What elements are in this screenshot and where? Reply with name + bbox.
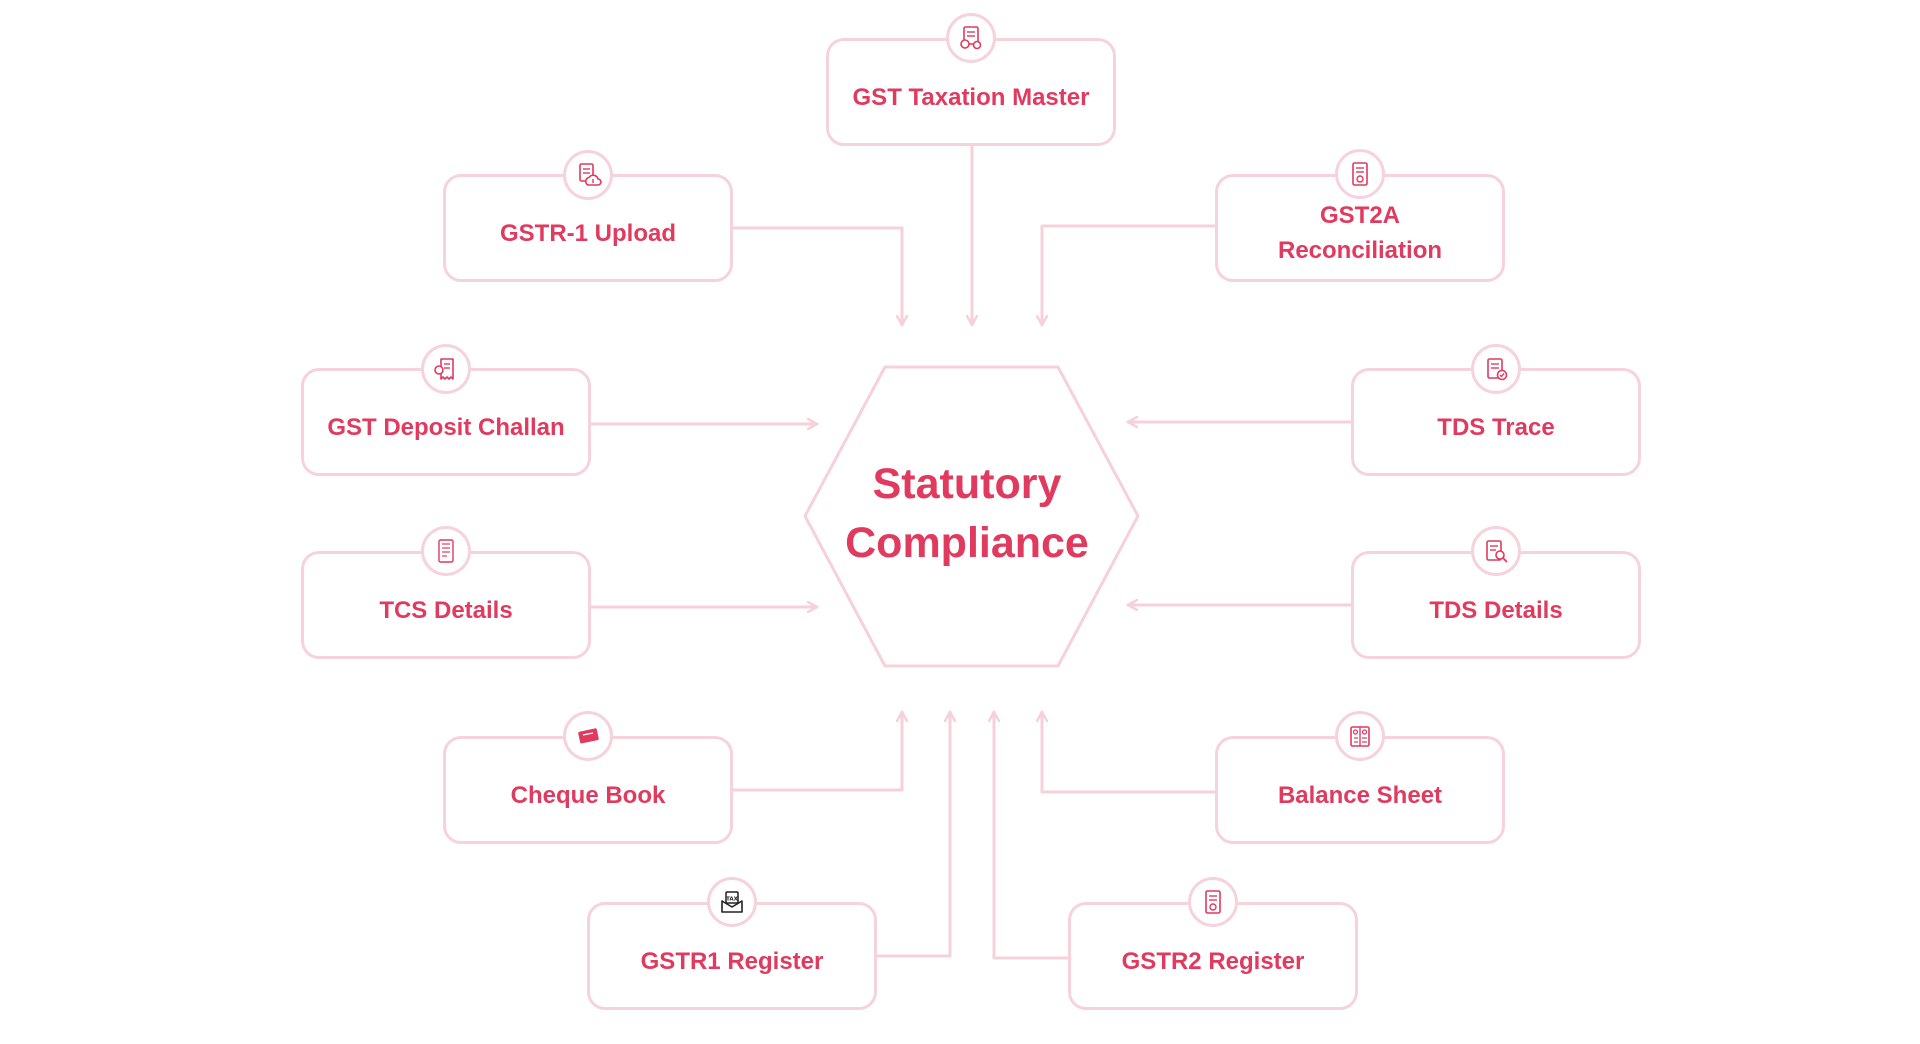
node-label: Cheque Book: [510, 781, 666, 809]
connector-gstr2-register: [994, 710, 1071, 960]
node-label: TCS Details: [379, 596, 513, 624]
node-label-group: GST2A Reconciliation: [1278, 188, 1442, 268]
connector-cheque-book: [730, 710, 902, 792]
connector-balance-sheet: [1042, 710, 1218, 794]
node-label: TDS Details: [1429, 596, 1563, 624]
node-gstr1-upload[interactable]: GSTR-1 Upload: [443, 174, 733, 282]
cloud-upload-document-icon: [563, 150, 613, 200]
hub-title: Statutory Compliance: [792, 455, 1142, 573]
connector-gstr1-register: [874, 710, 950, 958]
svg-text:TAX: TAX: [726, 897, 739, 903]
node-label: GST Deposit Challan: [327, 413, 565, 441]
hub-hexagon: [803, 365, 1140, 668]
connector-gst2a-reconciliation: [1042, 224, 1218, 327]
tax-envelope-icon: TAX: [707, 877, 757, 927]
node-label: Balance Sheet: [1277, 781, 1443, 809]
gst-document-icon: [1335, 149, 1385, 199]
node-label: GST Taxation Master: [852, 83, 1090, 111]
node-label-line-1: GST2A: [1319, 202, 1400, 229]
node-gstr1-register[interactable]: GSTR1 Register: [587, 902, 877, 1010]
receipt-icon: [421, 344, 471, 394]
form-document-icon: [421, 526, 471, 576]
node-label-line-2: Reconciliation: [1277, 237, 1443, 264]
hub-title-line-1: Statutory: [872, 460, 1062, 508]
ledger-icon: [1335, 711, 1385, 761]
cheque-icon: [563, 711, 613, 761]
connector-gstr1-upload: [730, 226, 902, 327]
node-label: GSTR1 Register: [640, 947, 824, 975]
hub-title-line-2: Compliance: [845, 519, 1089, 567]
document-check-icon: [1471, 344, 1521, 394]
document-search-icon: [1471, 526, 1521, 576]
node-label: GSTR-1 Upload: [499, 219, 676, 247]
tax-invoice-icon: [946, 13, 996, 63]
gst-document-icon: [1188, 877, 1238, 927]
node-label: TDS Trace: [1437, 413, 1555, 441]
node-label: GSTR2 Register: [1121, 947, 1305, 975]
